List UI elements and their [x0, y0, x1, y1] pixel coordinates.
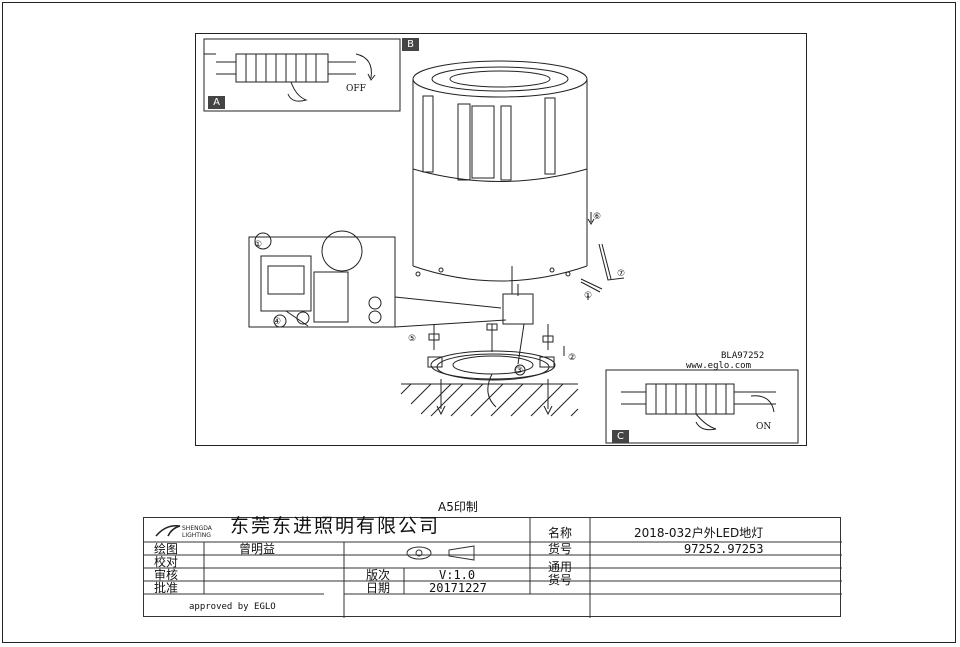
approved-label: 批准 — [154, 581, 179, 595]
step-5-marker: ⑤ — [408, 334, 417, 344]
step-6-marker: ⑥ — [593, 212, 602, 222]
terminal-block-a-icon — [216, 54, 356, 82]
panel-a-badge: A — [208, 96, 225, 109]
mounting-base-illustration — [427, 323, 565, 408]
step-7-marker: ⑦ — [617, 269, 626, 279]
company-name: 东莞东进照明有限公司 — [230, 515, 441, 537]
drawn-label: 绘图 — [154, 542, 179, 556]
title-block-grid — [144, 518, 842, 618]
version-label: 版次 — [366, 568, 391, 582]
general-label: 通用 — [548, 560, 573, 574]
panel-c-frame — [605, 369, 799, 444]
checked-label: 校对 — [154, 555, 179, 569]
step-1b-marker: ① — [584, 291, 593, 301]
part-value: 97252.97253 — [684, 542, 764, 556]
panel-c-on-label: ON — [756, 422, 772, 432]
step-2-marker: ② — [568, 353, 577, 363]
panel-a-off-label: OFF — [346, 84, 366, 94]
drawn-value: 曾明益 — [239, 542, 276, 556]
reviewed-label: 审核 — [154, 568, 179, 582]
name-label: 名称 — [548, 526, 573, 540]
general-part-label: 货号 — [548, 573, 573, 587]
model-code: BLA97252 — [721, 351, 765, 361]
svg-text:SHENGDA: SHENGDA — [182, 525, 213, 532]
ground-hatch — [400, 379, 579, 417]
shengda-logo-icon: SHENGDA LIGHTING — [155, 524, 213, 539]
date-label: 日期 — [366, 581, 391, 595]
step-1-marker: ① — [254, 240, 263, 250]
arrow-off-icon — [355, 53, 372, 79]
installation-illustration — [203, 38, 799, 444]
connector-box — [502, 293, 534, 325]
svg-text:LIGHTING: LIGHTING — [182, 532, 211, 539]
panel-c-badge: C — [612, 430, 629, 443]
panel-b-badge: B — [402, 38, 419, 51]
company-logo: SHENGDA LIGHTING — [150, 522, 216, 540]
website-url: www.eglo.com — [686, 361, 752, 371]
step-3-marker: ③ — [515, 366, 524, 376]
approved-by: approved by EGLO — [189, 602, 276, 612]
instruction-drawing: A OFF B C ON BLA97252 www.eglo.com ① ① ②… — [195, 33, 807, 446]
name-value: 2018-032户外LED地灯 — [634, 526, 764, 540]
arrow-on-icon — [750, 395, 775, 413]
part-label: 货号 — [548, 542, 573, 556]
step-4-marker: ④ — [273, 317, 282, 327]
hex-key-icon — [598, 243, 625, 281]
panel-a-frame — [203, 38, 401, 112]
version-value: V:1.0 — [439, 568, 476, 582]
title-block: SHENGDA LIGHTING 东莞东进照明有限公司 绘图 曾明益 校对 审核… — [143, 515, 842, 618]
bollard-lamp-illustration — [412, 60, 595, 282]
print-format-label: A5印制 — [438, 500, 478, 514]
date-value: 20171227 — [429, 581, 487, 595]
junction-box-detail — [248, 236, 396, 328]
